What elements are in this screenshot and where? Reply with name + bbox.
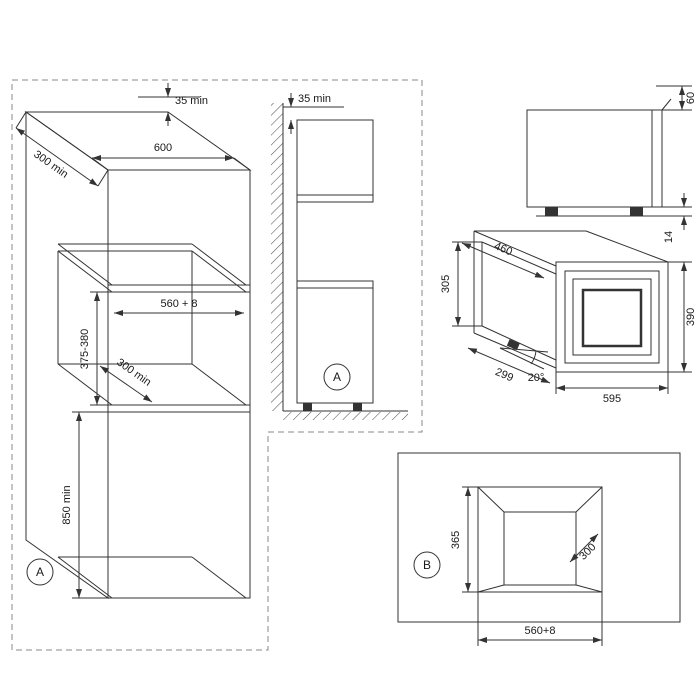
floor-hatching <box>283 412 408 420</box>
niche-depth-label: 300 min <box>114 356 153 388</box>
dim-top-clearance: 60 <box>656 85 697 111</box>
dim-cabinet-depth: 300 min <box>15 111 109 187</box>
dim-cabinet-width: 600 <box>91 142 251 171</box>
view-a-badge: A <box>26 558 54 586</box>
oven-front-height-label: 390 <box>685 308 697 326</box>
cabinet-iso-view: 35 min 600 300 min 560 + 8 300 min 375 <box>15 83 252 599</box>
oven-width-label: 595 <box>603 393 621 405</box>
niche-front-height-label: 365 <box>450 531 462 549</box>
view-b-badge: B <box>413 551 441 579</box>
oven-front-face <box>555 261 669 373</box>
dim-niche-front-depth: 300 <box>569 533 599 563</box>
oven-outer-frame <box>555 261 669 373</box>
niche-front-width-label: 560+8 <box>525 625 556 637</box>
dashed-boundary-frame <box>11 79 423 651</box>
cabinet-width-label: 600 <box>154 142 172 154</box>
dim-oven-width: 595 <box>555 372 669 405</box>
niche-front-view: 365 300 560+8 B <box>397 452 681 646</box>
cabinet-depth-label: 300 min <box>31 148 70 180</box>
dim-plinth-height: 850 min <box>61 411 108 599</box>
oven-rear-foot <box>506 339 520 351</box>
cabinet-front-panel <box>397 452 681 623</box>
oven-side-view: 60 14 <box>526 85 697 243</box>
dim-side-top-gap: 35 min <box>288 93 331 134</box>
oven-body-depth-label: 299 <box>493 366 515 384</box>
dim-cabinet-top-gap: 35 min <box>138 83 208 126</box>
cabinet-foot <box>353 403 362 411</box>
niche-width-label: 560 + 8 <box>160 298 197 310</box>
oven-door-inner <box>572 278 652 356</box>
wall-side-view: 35 min A <box>271 93 408 420</box>
dim-niche-height: 375-380 <box>79 291 108 406</box>
dim-oven-front-height: 390 <box>668 261 697 373</box>
feet-height-label: 14 <box>663 231 675 243</box>
oven-depth-label: 460 <box>492 240 514 258</box>
view-b-letter: B <box>423 558 431 572</box>
oven-height-label: 305 <box>440 275 452 293</box>
dim-oven-height: 305 <box>440 241 482 327</box>
cabinet-side-profile <box>296 119 374 411</box>
view-a-side-letter: A <box>333 370 341 384</box>
wall-hatching <box>271 103 283 411</box>
tilt-angle-label: 20° <box>528 372 545 384</box>
side-top-gap-label: 35 min <box>298 93 331 105</box>
dim-feet-height: 14 <box>662 193 692 243</box>
niche-height-label: 375-380 <box>79 329 91 369</box>
cabinet-interior-lines <box>57 243 247 599</box>
oven-door-outline <box>564 270 660 364</box>
niche-front-depth-label: 300 <box>577 541 598 562</box>
view-a-letter: A <box>36 565 44 579</box>
view-a-side-badge: A <box>323 363 351 391</box>
dim-niche-front-width: 560+8 <box>477 592 603 646</box>
top-clearance-label: 60 <box>685 92 697 104</box>
niche-opening <box>477 486 603 593</box>
oven-iso-view: 20° 460 305 299 595 390 <box>440 230 697 405</box>
cabinet-outline <box>24 111 252 599</box>
cabinet-top-gap-label: 35 min <box>175 95 208 107</box>
oven-body-side <box>526 109 663 208</box>
dim-niche-width: 560 + 8 <box>114 298 244 316</box>
oven-foot <box>545 207 558 216</box>
oven-foot <box>630 207 643 216</box>
oven-door-window <box>581 288 643 348</box>
dim-niche-front-height: 365 <box>450 486 478 593</box>
plinth-height-label: 850 min <box>61 485 73 524</box>
frame-chamfer-line <box>661 98 672 111</box>
cabinet-foot <box>303 403 312 411</box>
